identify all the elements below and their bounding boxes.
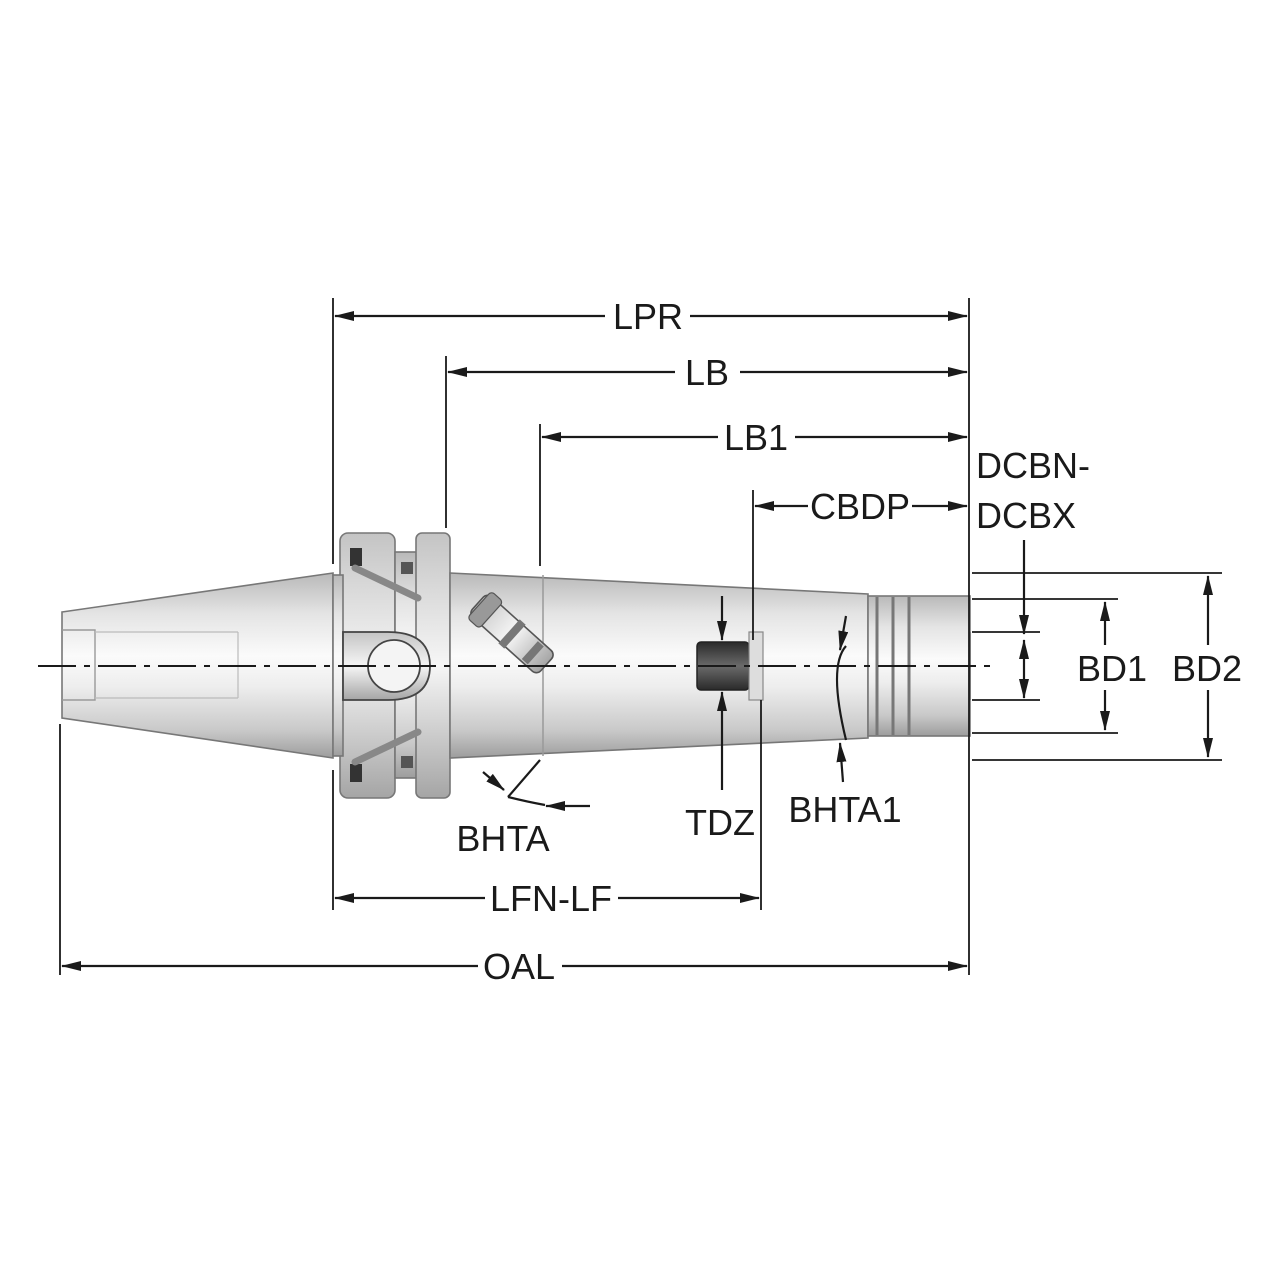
taper-shank	[61, 572, 334, 759]
dim-lb: LB	[447, 352, 968, 393]
dim-dcbn-dcbx: DCBN- DCBX	[976, 445, 1090, 699]
label-lpr: LPR	[613, 296, 683, 337]
label-lb: LB	[685, 352, 729, 393]
dim-bhta: BHTA	[456, 759, 590, 859]
dim-bhta1: BHTA1	[788, 615, 902, 830]
extension-lines	[59, 298, 1222, 975]
dim-lfn-lf: LFN-LF	[334, 878, 760, 919]
drawbar-thread	[62, 629, 96, 701]
label-dcbx: DCBX	[976, 495, 1076, 536]
label-tdz: TDZ	[685, 802, 755, 843]
dim-oal: OAL	[61, 946, 968, 987]
dim-cbdp: CBDP	[754, 486, 968, 527]
coolant-screw	[468, 592, 554, 674]
dim-lb1: LB1	[541, 417, 968, 458]
label-oal: OAL	[483, 946, 555, 987]
label-bd1: BD1	[1077, 648, 1147, 689]
dim-bd2: BD2	[1172, 575, 1242, 758]
dim-lpr: LPR	[334, 296, 968, 337]
label-bd2: BD2	[1172, 648, 1242, 689]
label-bhta1: BHTA1	[788, 789, 901, 830]
label-cbdp: CBDP	[810, 486, 910, 527]
dim-tdz: TDZ	[685, 596, 755, 843]
label-bhta: BHTA	[456, 818, 549, 859]
label-lfn-lf: LFN-LF	[490, 878, 612, 919]
label-dcbn: DCBN-	[976, 445, 1090, 486]
label-lb1: LB1	[724, 417, 788, 458]
dim-bd1: BD1	[1077, 601, 1147, 731]
